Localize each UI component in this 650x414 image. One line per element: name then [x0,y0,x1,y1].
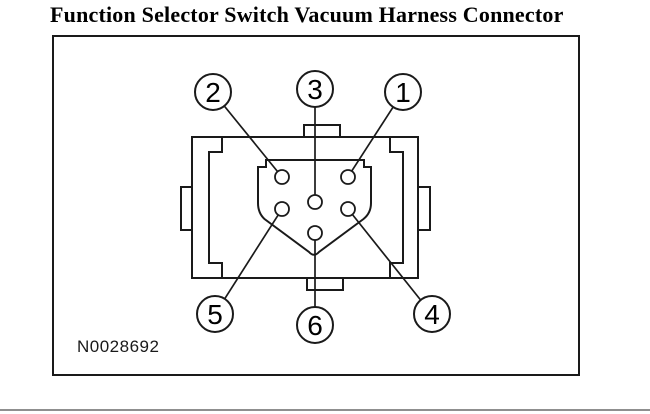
callout-label-3: 3 [307,74,323,105]
connector-right-tab [418,186,431,231]
leader-line-4 [351,213,422,301]
callout-3: 3 [296,70,334,108]
pin-1 [340,169,356,185]
pin-4 [340,201,356,217]
callout-1: 1 [384,73,422,111]
figure-title: Function Selector Switch Vacuum Harness … [50,2,564,27]
pin-3 [307,194,323,210]
callout-circle-1 [384,73,422,111]
leader-line-5 [223,214,279,300]
connector-inner-shell-right [389,137,404,278]
callout-circle-5 [196,295,234,333]
callout-5: 5 [196,295,234,333]
figure-reference-code: N0028692 [77,337,160,356]
connector-inner-shell-left [208,137,223,278]
connector-body-outline [191,136,419,279]
leader-line-2 [223,105,279,173]
callout-circle-6 [296,306,334,344]
pin-6 [307,225,323,241]
connector-top-tab [303,124,341,137]
callout-4: 4 [413,295,451,333]
pin-2 [274,169,290,185]
callout-label-2: 2 [205,77,221,108]
bottom-divider [0,409,650,411]
connector-bottom-tab [306,278,344,291]
callout-2: 2 [194,73,232,111]
callout-label-1: 1 [395,77,411,108]
callout-circle-3 [296,70,334,108]
callout-circle-2 [194,73,232,111]
callout-label-5: 5 [207,299,223,330]
callout-label-6: 6 [307,310,323,341]
callout-label-4: 4 [424,299,440,330]
leader-line-1 [351,106,394,172]
callout-6: 6 [296,306,334,344]
connector-left-tab [180,186,192,231]
callout-circle-4 [413,295,451,333]
pin-5 [274,201,290,217]
